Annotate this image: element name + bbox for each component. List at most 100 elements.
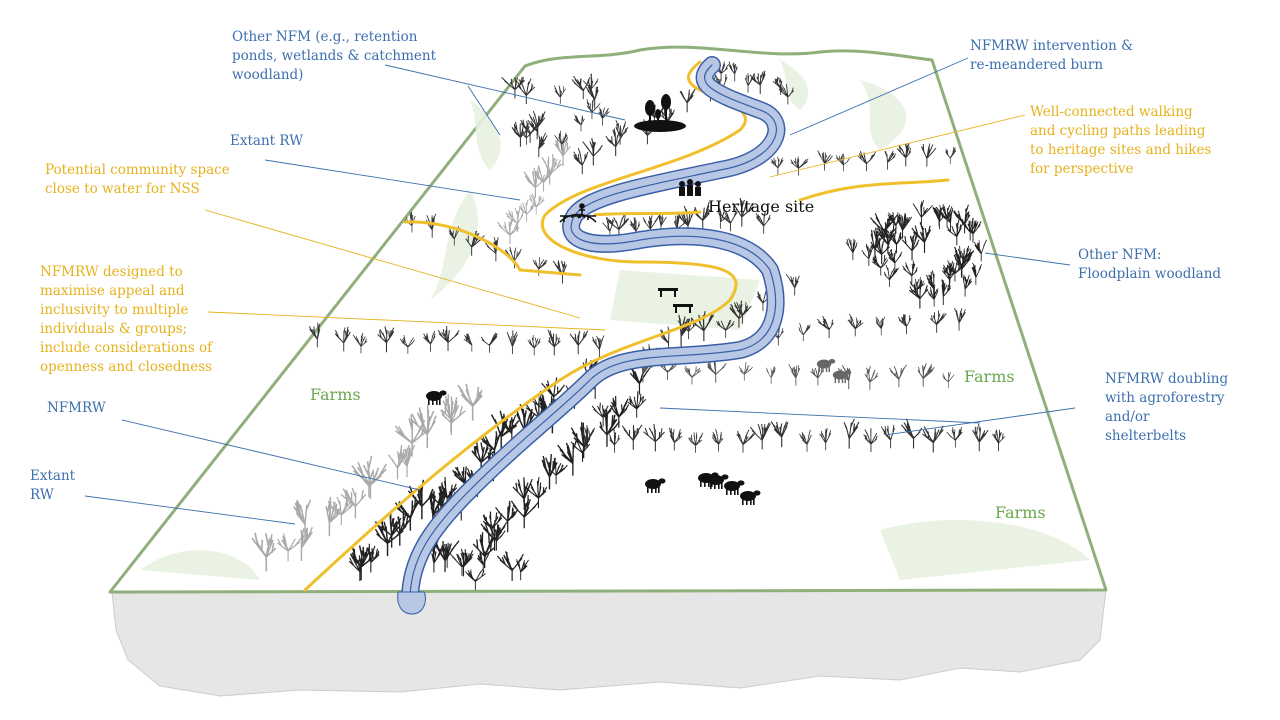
tree-icon	[720, 208, 738, 232]
tree-icon	[581, 425, 596, 449]
tree-icon	[684, 365, 702, 385]
tree-icon	[615, 120, 629, 145]
tree-icon	[606, 214, 630, 239]
tree-icon	[334, 326, 351, 352]
tree-icon	[327, 496, 354, 526]
tree-icon	[552, 260, 567, 284]
tree-icon	[897, 214, 913, 239]
tree-icon	[911, 221, 932, 253]
river-burn	[397, 56, 786, 615]
tree-icon	[527, 335, 541, 356]
tree-icon	[912, 200, 933, 226]
tree-icon	[463, 333, 473, 352]
tree-icon	[518, 199, 535, 223]
sheep-icon	[724, 480, 745, 495]
label-agroforestry: NFMRW doubling with agroforestry and/or …	[1105, 371, 1229, 444]
tree-icon	[517, 78, 536, 105]
tree-icon	[869, 213, 898, 242]
tree-icon	[377, 326, 395, 353]
label-farms-bottom: Farms	[995, 503, 1046, 522]
terrain-surface	[108, 45, 1108, 594]
tree-icon	[810, 363, 824, 386]
tree-icon	[693, 202, 711, 230]
tree-icon	[495, 500, 519, 533]
tree-icon	[901, 232, 920, 261]
tree-icon	[927, 284, 939, 307]
tree-icon	[871, 254, 889, 276]
label-nfmrw-intervention: NFMRW intervention & re-meandered burn	[970, 38, 1134, 73]
heritage-people-icon	[679, 179, 701, 196]
leader-lines	[84, 57, 1076, 525]
tree-icon	[592, 335, 605, 358]
tree-icon	[449, 552, 472, 576]
tree-icon	[934, 208, 945, 230]
tree-icon	[896, 143, 912, 167]
tree-icon	[971, 262, 982, 285]
tree-icon	[727, 61, 738, 82]
tree-icon	[884, 150, 897, 170]
tree-icon	[399, 335, 416, 354]
tree-icon	[538, 132, 548, 158]
tree-icon	[441, 394, 458, 432]
tree-icon	[961, 217, 977, 241]
tree-icon	[732, 198, 754, 227]
tree-icon	[817, 150, 833, 171]
tree-icon	[621, 424, 643, 450]
tree-icon	[529, 193, 545, 215]
tree-icon	[627, 391, 647, 418]
tree-icon	[410, 404, 437, 449]
label-community-space: Potential community space close to water…	[45, 162, 230, 197]
tree-icon	[476, 550, 491, 573]
tree-icon	[945, 147, 957, 165]
tree-icon	[962, 274, 973, 297]
label-walking-paths: Well-connected walking and cycling paths…	[1030, 104, 1212, 177]
tree-icon	[585, 81, 599, 109]
tree-icon	[845, 238, 858, 261]
tree-icon	[573, 114, 585, 132]
tree-icon	[496, 551, 524, 581]
tree-icon	[715, 319, 735, 338]
sheep-icon	[426, 390, 447, 405]
tree-icon	[609, 395, 630, 428]
soil-block	[111, 589, 1107, 697]
label-other-nfm-floodplain: Other NFM: Floodplain woodland	[1078, 247, 1222, 282]
tree-icon	[755, 210, 771, 234]
tree-icon	[799, 429, 812, 452]
tree-icon	[465, 567, 486, 590]
tree-icon	[946, 219, 964, 246]
tree-icon	[883, 264, 899, 287]
tree-icon	[423, 330, 436, 352]
tree-icon	[586, 97, 601, 120]
tree-icon	[433, 540, 460, 573]
tree-icon	[972, 424, 989, 452]
tree-icon	[921, 143, 937, 167]
label-farms-right: Farms	[964, 367, 1015, 386]
label-nfmrw: NFMRW	[47, 400, 106, 416]
tree-icon	[925, 270, 935, 298]
tree-icon	[917, 363, 935, 387]
tree-icon	[679, 87, 697, 113]
tree-icon	[308, 322, 321, 348]
tree-icon	[391, 510, 412, 546]
tree-icon	[788, 364, 801, 386]
tree-icon	[942, 371, 955, 388]
tree-icon	[496, 218, 520, 245]
tree-icon	[992, 429, 1006, 452]
tree-icon	[506, 330, 518, 355]
tree-icon	[942, 262, 957, 284]
tree-icon	[875, 316, 886, 336]
tree-icon	[407, 479, 434, 520]
tree-icon	[554, 130, 568, 151]
tree-icon	[591, 402, 614, 427]
tree-icon	[711, 429, 724, 452]
tree-icon	[668, 427, 683, 451]
label-extant-rw-top: Extant RW	[230, 133, 304, 149]
tree-icon	[790, 156, 809, 176]
tree-icon	[553, 85, 566, 104]
tree-icon	[941, 279, 951, 306]
tree-icon	[573, 147, 589, 175]
tree-icon	[864, 365, 879, 390]
tree-icon	[819, 427, 832, 451]
tree-icon	[516, 559, 530, 581]
